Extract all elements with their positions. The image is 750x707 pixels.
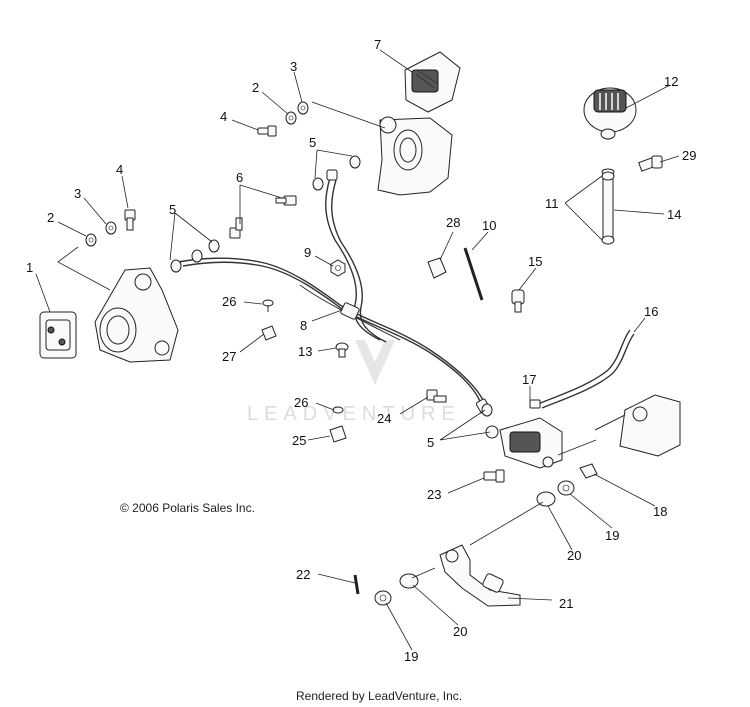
part-23-bolt <box>483 469 505 483</box>
part-19-washer-upper <box>557 480 575 496</box>
callout-5: 5 <box>169 202 176 217</box>
part-9-nut <box>330 259 346 277</box>
part-24-bolt <box>426 389 447 403</box>
callout-1: 1 <box>26 260 33 275</box>
footer-text: Rendered by LeadVenture, Inc. <box>296 689 462 703</box>
part-5-washers-lower <box>481 403 499 439</box>
part-10-pin <box>463 247 484 301</box>
callout-3: 3 <box>290 59 297 74</box>
part-27-clip <box>261 325 277 341</box>
part-15-fitting <box>511 289 525 313</box>
part-21-brake-pedal <box>439 544 521 607</box>
part-4-bolt-top <box>257 125 277 137</box>
callout-29: 29 <box>682 148 696 163</box>
callout-16: 16 <box>644 304 658 319</box>
callout-5: 5 <box>427 435 434 450</box>
callout-24: 24 <box>377 411 391 426</box>
part-17-master-cylinder <box>499 417 563 469</box>
callout-14: 14 <box>667 207 681 222</box>
callout-25: 25 <box>292 433 306 448</box>
callout-15: 15 <box>528 254 542 269</box>
part-20-bushing-lower <box>399 573 419 589</box>
watermark-logo: LEADVENTURE <box>247 340 461 425</box>
callout-19: 19 <box>605 528 619 543</box>
callout-5: 5 <box>309 135 316 150</box>
part-spindle-left <box>94 267 179 363</box>
part-16-hose <box>529 329 635 409</box>
callout-2: 2 <box>47 210 54 225</box>
callout-26: 26 <box>222 294 236 309</box>
callout-2: 2 <box>252 80 259 95</box>
part-8-junction <box>340 302 360 320</box>
callout-13: 13 <box>298 344 312 359</box>
callout-4: 4 <box>116 162 123 177</box>
part-1-caliper-left <box>39 311 77 359</box>
callout-28: 28 <box>446 215 460 230</box>
part-28-clip <box>427 257 447 279</box>
callout-8: 8 <box>300 318 307 333</box>
callout-3: 3 <box>74 186 81 201</box>
callout-18: 18 <box>653 504 667 519</box>
part-washers-top <box>285 101 309 125</box>
callout-22: 22 <box>296 567 310 582</box>
part-25-clip <box>329 425 347 443</box>
callout-17: 17 <box>522 372 536 387</box>
callout-7: 7 <box>374 37 381 52</box>
part-18-clip <box>579 463 598 479</box>
part-frame-bracket <box>594 394 681 457</box>
callout-9: 9 <box>304 245 311 260</box>
callout-12: 12 <box>664 74 678 89</box>
part-7-caliper-right <box>404 51 461 113</box>
watermark-text: LEADVENTURE <box>247 403 461 425</box>
part-22-pin <box>353 574 360 595</box>
part-26-screw-lower <box>332 406 344 414</box>
part-13-screw <box>335 342 349 358</box>
callout-20: 20 <box>567 548 581 563</box>
callout-23: 23 <box>427 487 441 502</box>
callout-4: 4 <box>220 109 227 124</box>
callout-19: 19 <box>404 649 418 664</box>
part-washers-left <box>85 221 117 247</box>
brake-lines <box>177 177 486 408</box>
callout-11: 11 <box>545 196 559 211</box>
part-spindle-right <box>377 116 453 196</box>
part-19-washer-lower <box>374 590 392 606</box>
part-26-screw-upper <box>262 299 274 312</box>
callout-26: 26 <box>294 395 308 410</box>
callout-20: 20 <box>453 624 467 639</box>
part-6-bolts <box>229 195 297 239</box>
brake-line-fittings <box>170 155 491 414</box>
leader-lines <box>35 49 680 651</box>
callout-10: 10 <box>482 218 496 233</box>
callout-27: 27 <box>222 349 236 364</box>
callout-6: 6 <box>236 170 243 185</box>
copyright-text: © 2006 Polaris Sales Inc. <box>120 501 255 515</box>
part-29-bolt <box>638 155 663 172</box>
callout-21: 21 <box>559 596 573 611</box>
part-12-reservoir <box>583 87 637 140</box>
part-4-bolt-left <box>124 209 136 231</box>
callout-labels: 1 2 3 4 5 6 2 3 4 5 7 9 8 28 10 15 12 29… <box>26 37 696 664</box>
